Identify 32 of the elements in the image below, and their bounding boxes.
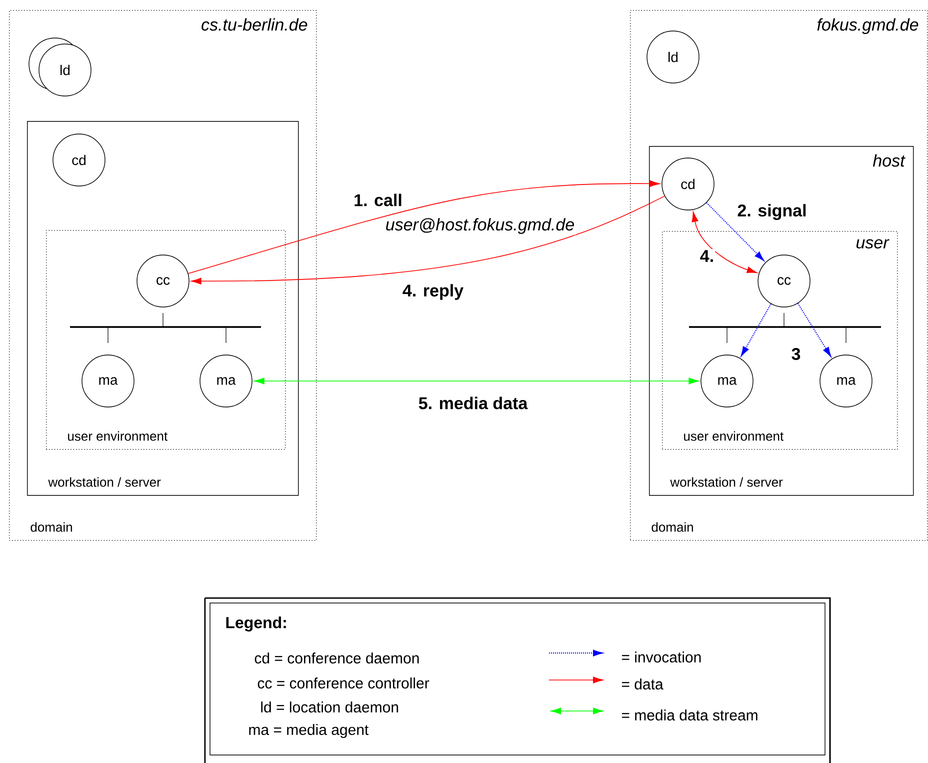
legend-text: = invocation xyxy=(622,652,701,662)
circle-node: ma xyxy=(82,354,134,408)
arrow xyxy=(692,212,758,274)
circle-node: cd xyxy=(52,134,106,186)
circle-node: ma xyxy=(820,354,872,408)
circle-node: ma xyxy=(700,354,754,408)
circle-node: cc xyxy=(136,254,190,308)
circle-node: cd xyxy=(662,158,714,210)
legend-text: cc = conference controller xyxy=(258,678,430,688)
circle-node: ma xyxy=(200,354,252,408)
edge-label: 2. signal xyxy=(738,204,806,220)
edge-label: 1. call xyxy=(354,194,402,206)
legend-text: cd = conference daemon xyxy=(254,652,419,664)
legend-text: = data xyxy=(622,678,664,690)
arrow xyxy=(188,180,660,274)
edge-label: 5. media data xyxy=(418,396,528,410)
circle-node: ld xyxy=(646,30,700,84)
step-number: 3 xyxy=(792,348,800,360)
arrow xyxy=(740,303,772,356)
legend-text: = media data stream xyxy=(622,710,758,720)
edge-label: 4. reply xyxy=(402,284,464,300)
legend-text: ma = media agent xyxy=(249,724,369,738)
circle-node: cc xyxy=(758,254,810,308)
edge-label: 4. xyxy=(700,250,713,262)
arrow xyxy=(254,378,699,384)
address-label: user@host.fokus.gmd.de xyxy=(384,217,576,235)
arrow xyxy=(797,302,832,357)
stacked-circles: ld xyxy=(28,38,92,96)
arrow xyxy=(191,196,665,284)
legend-title: Legend: xyxy=(226,616,286,632)
arrow xyxy=(706,202,764,261)
legend-text: ld = location daemon xyxy=(261,702,398,712)
